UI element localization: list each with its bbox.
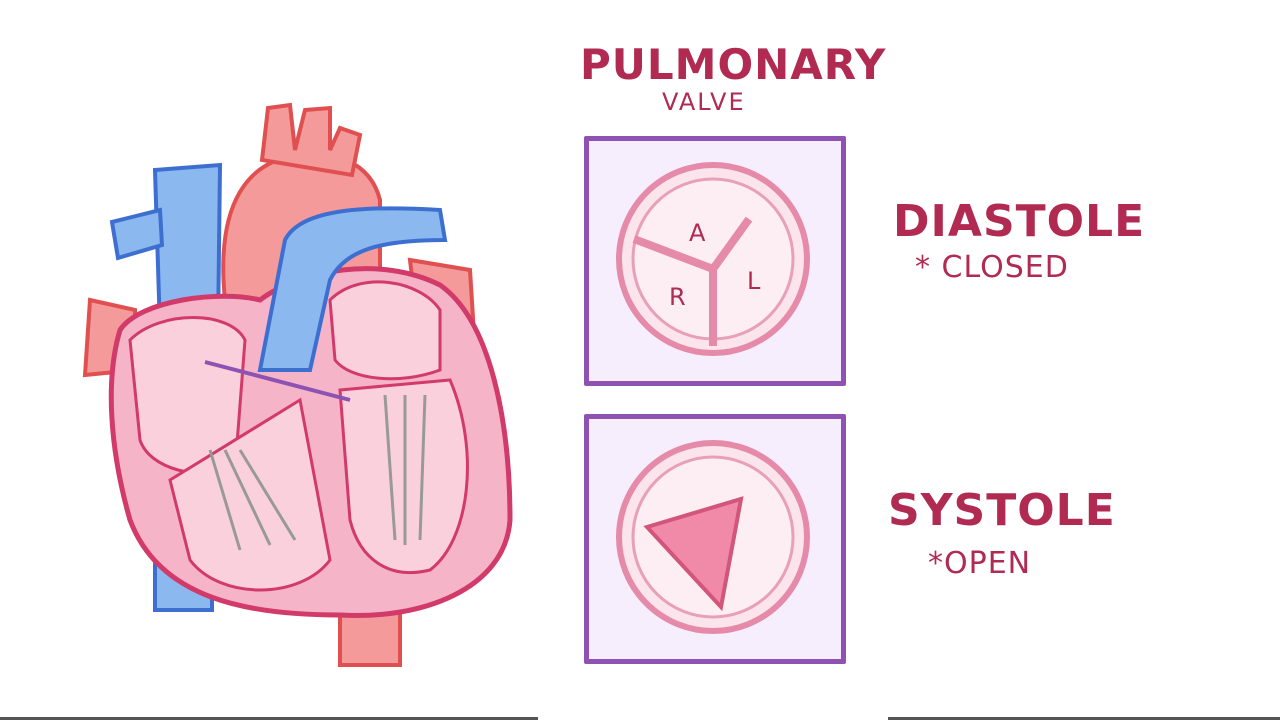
leaflet-anterior-label: A — [689, 219, 706, 247]
pulmonary-valve-marker — [204, 360, 351, 402]
descending-aorta — [338, 608, 402, 667]
bottom-border-left — [0, 717, 538, 720]
right-ventricle — [168, 397, 332, 592]
right-atrium — [128, 316, 247, 476]
heart-illustration — [82, 102, 513, 667]
closed-label: * CLOSED — [915, 250, 1069, 285]
leaflet-left-label: L — [747, 267, 761, 295]
left-atrium — [328, 280, 442, 381]
open-label: *OPEN — [928, 546, 1032, 581]
open-valve-panel — [584, 414, 846, 664]
diastole-label: DIASTOLE — [893, 196, 1146, 247]
subtitle: VALVE — [662, 88, 746, 116]
open-valve-icon — [616, 440, 810, 634]
leaflet-right-label: R — [669, 283, 686, 311]
title: PULMONARY — [580, 40, 887, 89]
pulmonary-trunk — [257, 206, 448, 372]
closed-valve-icon — [616, 162, 810, 356]
chordae-left — [383, 394, 427, 545]
aortic-branches — [259, 102, 363, 178]
closed-valve-panel: A L R — [584, 136, 846, 386]
systole-label: SYSTOLE — [888, 485, 1116, 536]
chordae-right — [208, 449, 297, 551]
vein-branch — [109, 207, 165, 261]
bottom-border-right — [888, 717, 1280, 720]
